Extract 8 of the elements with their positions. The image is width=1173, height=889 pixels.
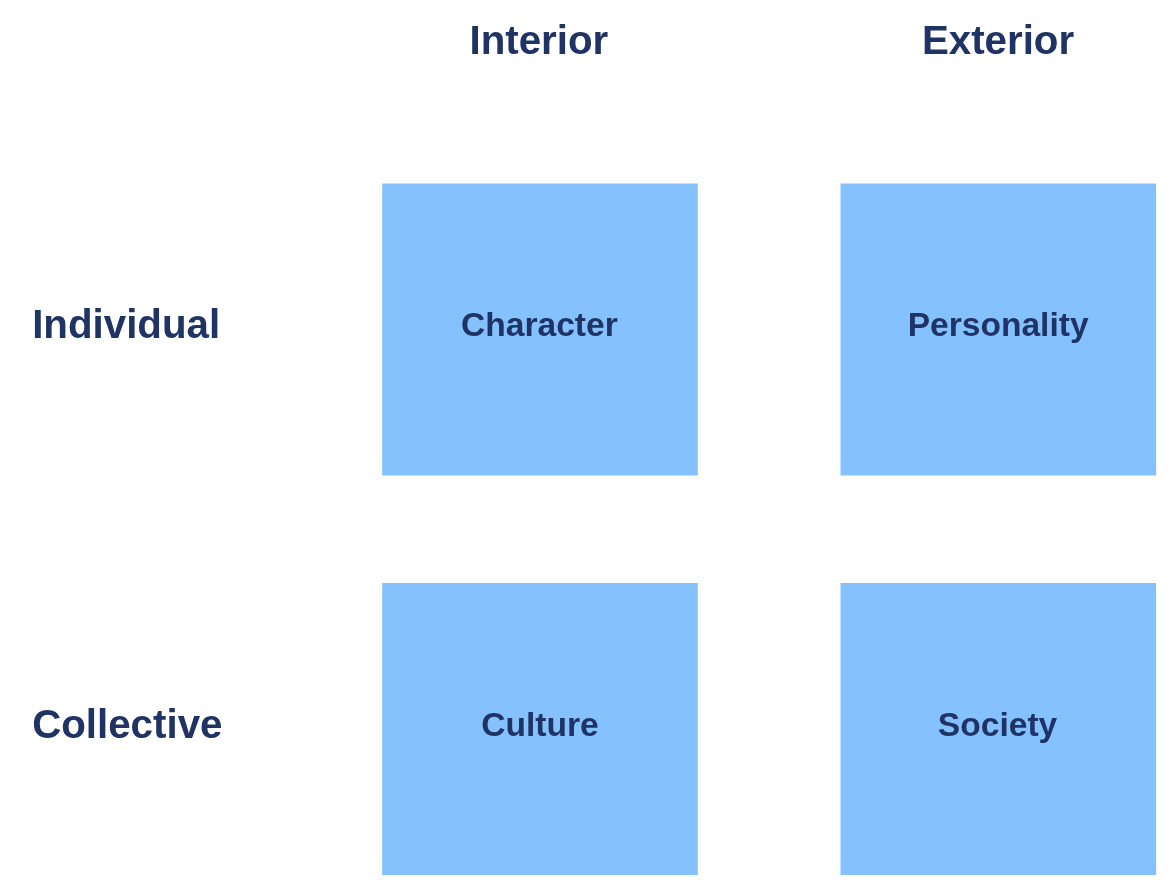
label: Interior [468,17,608,63]
node-box: Personality [840,183,1156,476]
label: Collective [31,701,222,747]
label: Exterior [921,17,1074,63]
node-box: Culture [381,583,698,876]
node-box: Society [840,583,1156,876]
label: Individual [31,302,220,348]
node-box: Character [381,183,698,476]
